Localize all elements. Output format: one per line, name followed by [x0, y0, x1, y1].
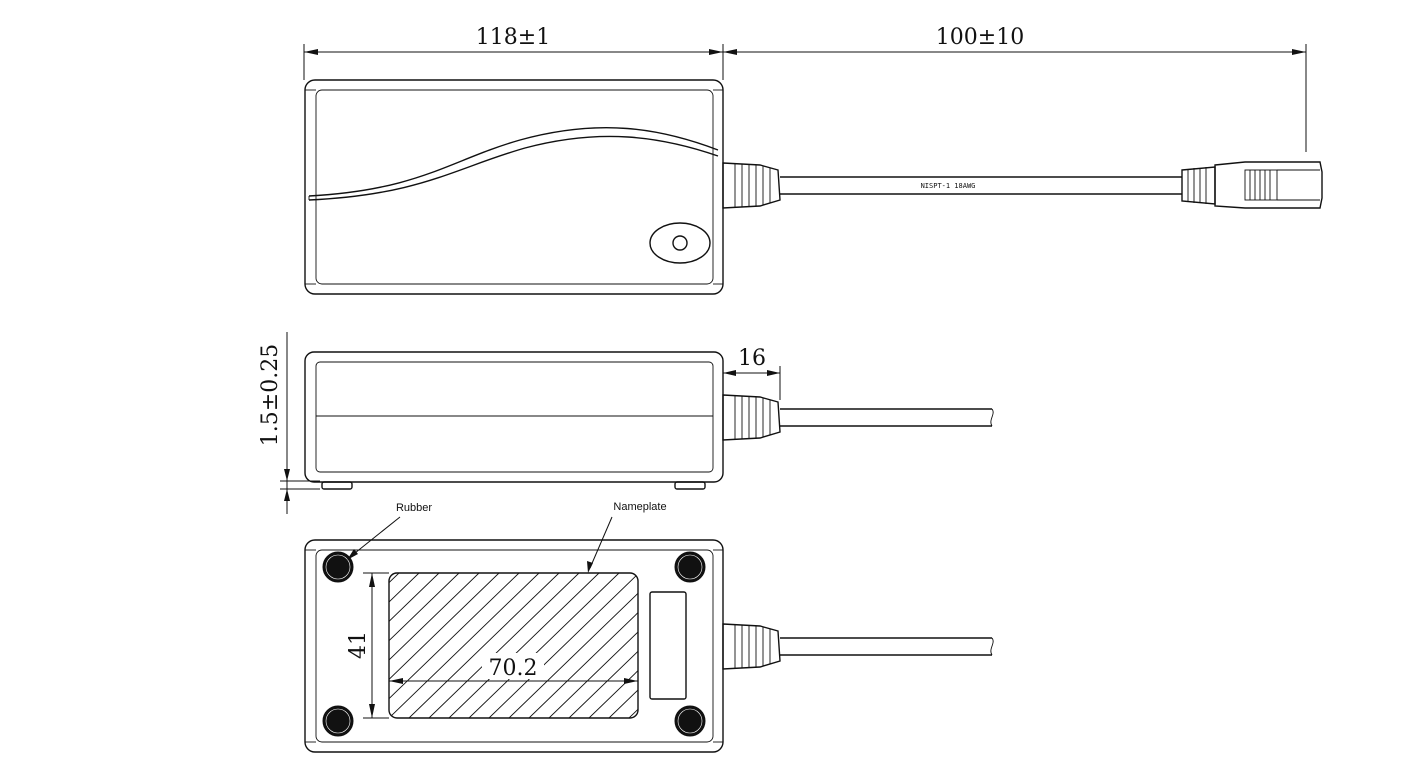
led-window — [649, 222, 711, 264]
nameplate-height-label: 41 — [346, 631, 371, 659]
dimension-body-length: 118±1 — [303, 25, 724, 80]
rubber-label: Rubber — [396, 502, 432, 514]
bottom-view: 41 70.2 Rubber Nameplate — [304, 501, 994, 753]
top-view: 118±1 100±10 — [303, 25, 1323, 295]
hatch-line — [389, 573, 500, 718]
adapter-body-side — [304, 351, 724, 490]
strain-relief-bottom — [722, 623, 781, 670]
hatch-line — [389, 573, 540, 718]
hatch-line — [389, 573, 480, 718]
body-length-label: 118±1 — [476, 25, 550, 50]
rubber-callout: Rubber — [347, 502, 432, 560]
cord-side — [780, 408, 994, 427]
dc-plug — [1181, 161, 1323, 209]
dimension-cord-length: 100±10 — [723, 25, 1307, 152]
cord-top: NISPT-1 18AWG — [780, 176, 1182, 195]
hatch-line — [408, 573, 560, 718]
dimension-strain-relief: 16 — [722, 346, 781, 400]
hatch-line — [389, 573, 520, 718]
rubber-foot — [674, 551, 706, 583]
rubber-foot — [321, 481, 353, 490]
cord-marking: NISPT-1 18AWG — [921, 182, 976, 190]
hatch-line — [608, 573, 638, 718]
hatch-line — [428, 573, 580, 718]
hatch-line — [448, 573, 600, 718]
strain-relief-label: 16 — [738, 346, 766, 371]
rubber-feet — [322, 551, 706, 737]
hatch-line — [389, 573, 400, 718]
hatch-line — [508, 573, 638, 718]
cord-length-label: 100±10 — [936, 25, 1024, 50]
foot-height-label: 1.5±0.25 — [258, 344, 283, 446]
rubber-foot — [674, 705, 706, 737]
rubber-foot — [322, 705, 354, 737]
hatch-line — [389, 573, 460, 718]
hatch-line — [568, 573, 638, 718]
nameplate-label: Nameplate — [613, 501, 666, 513]
hatch-line — [389, 573, 440, 718]
adapter-body-top — [304, 79, 724, 295]
label-window — [649, 591, 687, 700]
cord-bottom — [780, 637, 994, 656]
rubber-foot — [322, 551, 354, 583]
strain-relief-top — [722, 162, 781, 209]
dimension-nameplate-width: 70.2 — [389, 653, 638, 684]
nameplate-callout: Nameplate — [587, 501, 667, 573]
led-indicator — [672, 235, 688, 251]
dimension-nameplate-height: 41 — [346, 572, 389, 719]
nameplate-area — [388, 572, 639, 719]
hatch-line — [588, 573, 638, 718]
rubber-foot — [674, 481, 706, 490]
hatch-line — [468, 573, 620, 718]
hatch-line — [628, 573, 638, 718]
hatch-line — [548, 573, 638, 718]
side-view: 1.5±0.25 16 — [258, 332, 994, 514]
hatch-line — [528, 573, 638, 718]
hatch-line — [488, 573, 638, 718]
hatch-line — [389, 573, 420, 718]
dimension-foot-height: 1.5±0.25 — [258, 332, 320, 514]
nameplate-width-label: 70.2 — [489, 656, 538, 681]
strain-relief-side — [722, 394, 781, 441]
